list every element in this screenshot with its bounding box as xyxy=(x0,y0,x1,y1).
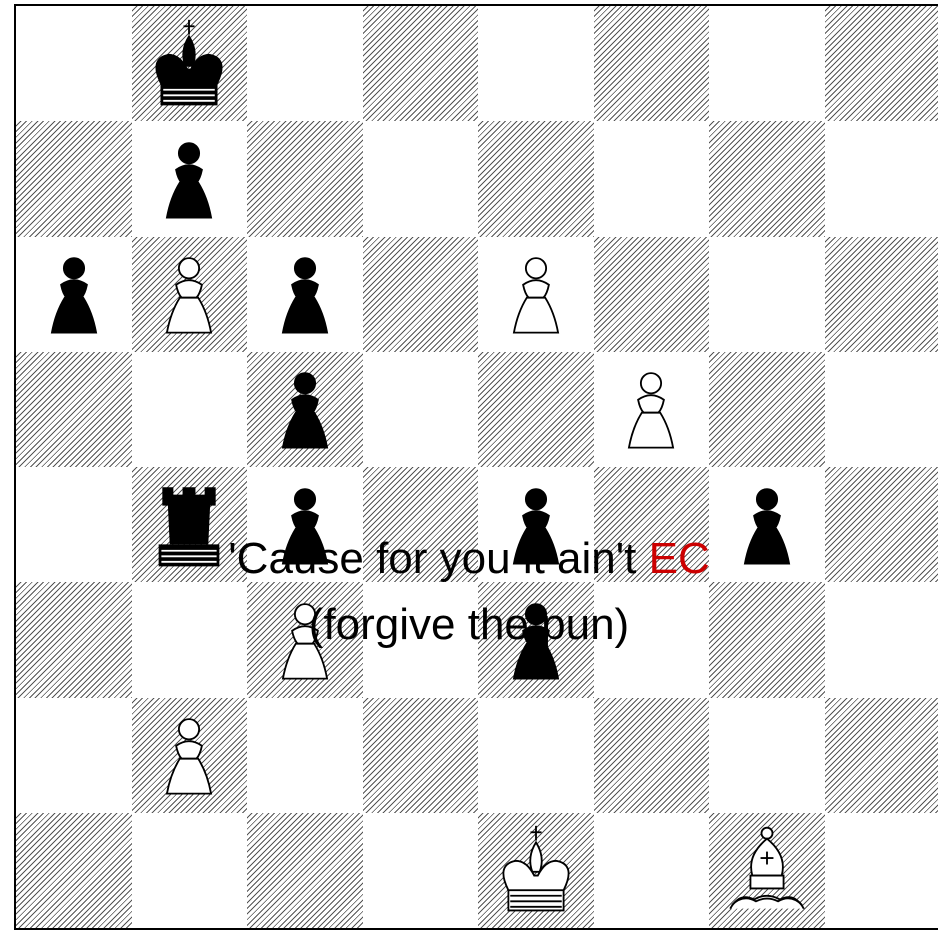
square-g3[interactable] xyxy=(709,582,825,697)
chess-board xyxy=(14,4,938,930)
white-bishop-icon[interactable] xyxy=(721,820,813,920)
square-e3[interactable] xyxy=(478,582,594,697)
square-g6[interactable] xyxy=(709,237,825,352)
square-b7[interactable] xyxy=(132,121,248,236)
square-f5[interactable] xyxy=(594,352,710,467)
square-c4[interactable] xyxy=(247,467,363,582)
black-pawn-icon[interactable] xyxy=(28,244,120,344)
square-b6[interactable] xyxy=(132,237,248,352)
square-g4[interactable] xyxy=(709,467,825,582)
square-d5[interactable] xyxy=(363,352,479,467)
square-b3[interactable] xyxy=(132,582,248,697)
square-f6[interactable] xyxy=(594,237,710,352)
square-d1[interactable] xyxy=(363,813,479,928)
black-pawn-icon[interactable] xyxy=(259,475,351,575)
square-g5[interactable] xyxy=(709,352,825,467)
square-g1[interactable] xyxy=(709,813,825,928)
square-a2[interactable] xyxy=(16,698,132,813)
square-f1[interactable] xyxy=(594,813,710,928)
square-a5[interactable] xyxy=(16,352,132,467)
white-king-icon[interactable] xyxy=(490,820,582,920)
square-a6[interactable] xyxy=(16,237,132,352)
white-pawn-icon[interactable] xyxy=(143,705,235,805)
square-e1[interactable] xyxy=(478,813,594,928)
black-rook-icon[interactable] xyxy=(143,475,235,575)
square-g7[interactable] xyxy=(709,121,825,236)
square-h5[interactable] xyxy=(825,352,938,467)
square-e6[interactable] xyxy=(478,237,594,352)
square-h1[interactable] xyxy=(825,813,938,928)
black-pawn-icon[interactable] xyxy=(259,244,351,344)
square-d4[interactable] xyxy=(363,467,479,582)
square-f3[interactable] xyxy=(594,582,710,697)
square-c8[interactable] xyxy=(247,6,363,121)
white-pawn-icon[interactable] xyxy=(143,244,235,344)
square-d3[interactable] xyxy=(363,582,479,697)
square-h8[interactable] xyxy=(825,6,938,121)
square-c1[interactable] xyxy=(247,813,363,928)
square-b2[interactable] xyxy=(132,698,248,813)
square-e7[interactable] xyxy=(478,121,594,236)
square-c6[interactable] xyxy=(247,237,363,352)
square-e8[interactable] xyxy=(478,6,594,121)
white-pawn-icon[interactable] xyxy=(259,590,351,690)
square-b4[interactable] xyxy=(132,467,248,582)
square-d2[interactable] xyxy=(363,698,479,813)
square-h7[interactable] xyxy=(825,121,938,236)
square-a8[interactable] xyxy=(16,6,132,121)
square-b5[interactable] xyxy=(132,352,248,467)
square-c2[interactable] xyxy=(247,698,363,813)
white-pawn-icon[interactable] xyxy=(490,244,582,344)
square-h6[interactable] xyxy=(825,237,938,352)
board-grid xyxy=(16,6,938,928)
square-d6[interactable] xyxy=(363,237,479,352)
black-pawn-icon[interactable] xyxy=(490,475,582,575)
square-h3[interactable] xyxy=(825,582,938,697)
square-c3[interactable] xyxy=(247,582,363,697)
square-h4[interactable] xyxy=(825,467,938,582)
black-pawn-icon[interactable] xyxy=(259,359,351,459)
square-c5[interactable] xyxy=(247,352,363,467)
black-pawn-icon[interactable] xyxy=(721,475,813,575)
square-a1[interactable] xyxy=(16,813,132,928)
square-f7[interactable] xyxy=(594,121,710,236)
square-e5[interactable] xyxy=(478,352,594,467)
square-e4[interactable] xyxy=(478,467,594,582)
square-e2[interactable] xyxy=(478,698,594,813)
black-pawn-icon[interactable] xyxy=(490,590,582,690)
square-a3[interactable] xyxy=(16,582,132,697)
square-h2[interactable] xyxy=(825,698,938,813)
square-a7[interactable] xyxy=(16,121,132,236)
square-d7[interactable] xyxy=(363,121,479,236)
square-a4[interactable] xyxy=(16,467,132,582)
square-d8[interactable] xyxy=(363,6,479,121)
square-f8[interactable] xyxy=(594,6,710,121)
square-b1[interactable] xyxy=(132,813,248,928)
square-g2[interactable] xyxy=(709,698,825,813)
black-pawn-icon[interactable] xyxy=(143,129,235,229)
black-king-icon[interactable] xyxy=(143,14,235,114)
white-pawn-icon[interactable] xyxy=(605,359,697,459)
square-b8[interactable] xyxy=(132,6,248,121)
square-g8[interactable] xyxy=(709,6,825,121)
square-c7[interactable] xyxy=(247,121,363,236)
square-f2[interactable] xyxy=(594,698,710,813)
square-f4[interactable] xyxy=(594,467,710,582)
